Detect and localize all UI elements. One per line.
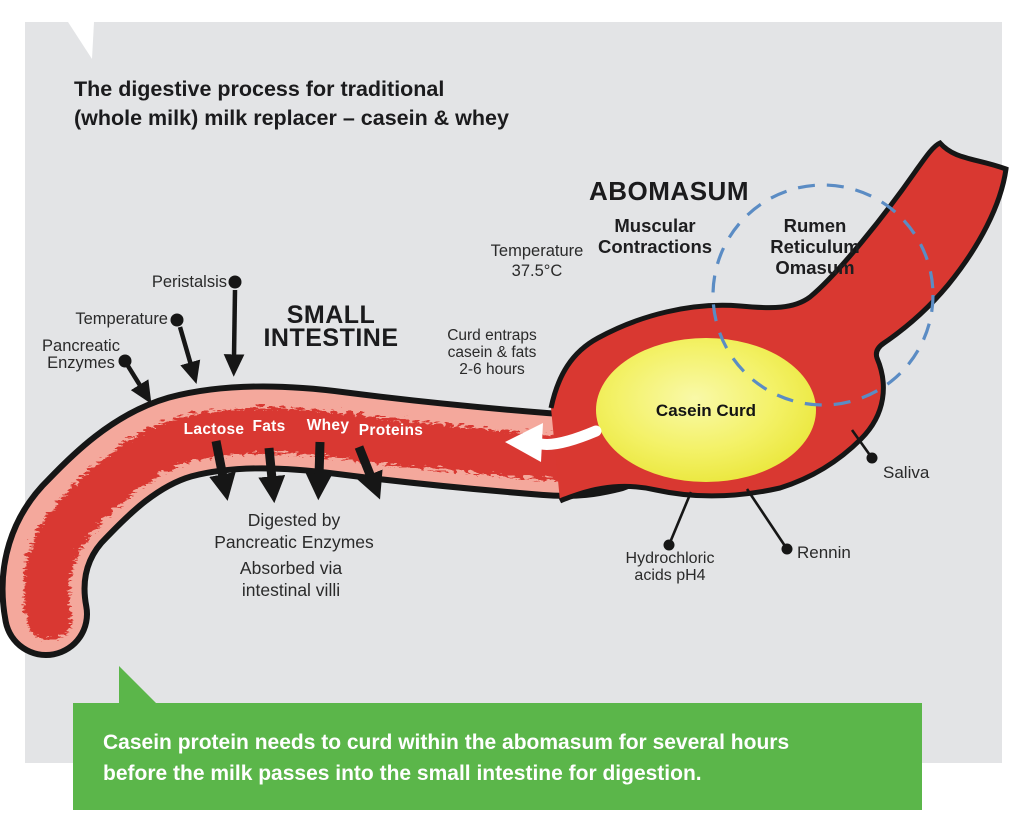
absorbed-line-1: Absorbed via <box>239 558 343 578</box>
curd-entraps-label: Curd entraps casein & fats 2-6 hours <box>447 327 537 378</box>
panel-notch <box>68 22 94 59</box>
nutrient-whey-label: Whey <box>306 417 350 434</box>
callout-line-1: Casein protein needs to curd within the … <box>103 731 790 754</box>
nutrient-lactose-label: Lactose <box>183 421 245 438</box>
nutrient-arrows <box>209 440 383 504</box>
title-line-1: The digestive process for traditional <box>74 77 445 101</box>
page-title: The digestive process for traditional (w… <box>74 75 509 132</box>
callout-line-2: before the milk passes into the small in… <box>103 762 702 785</box>
absorbed-line-2: intestinal villi <box>241 580 341 600</box>
proteins-arrow <box>354 445 383 500</box>
peristalsis-dot <box>228 275 242 289</box>
whey-arrow <box>305 441 333 501</box>
temperature-line-1: Temperature <box>490 242 584 260</box>
flow-arrow-icon <box>505 423 602 462</box>
nutrient-fats-label: Fats <box>252 418 286 435</box>
saliva-line <box>850 429 874 459</box>
abomasum-temperature-label: Temperature 37.5°C <box>491 242 584 281</box>
digested-line-1: Digested by <box>247 510 341 530</box>
absorbed-via-label: Absorbed via intestinal villi <box>240 557 342 601</box>
intestine-pointer-arrows <box>118 275 245 404</box>
muscular-line-2: Contractions <box>597 236 713 257</box>
pancreatic-arrow <box>126 364 152 404</box>
rumen-line-3: Omasum <box>775 257 855 278</box>
small-intestine-tube <box>0 383 654 658</box>
hydrochloric-line <box>667 491 693 546</box>
nutrient-proteins-label: Proteins <box>358 422 424 439</box>
si-heading-line-1: SMALL <box>286 301 376 329</box>
rumen-reticulum-omasum-label: Rumen Reticulum Omasum <box>770 215 859 278</box>
curd-entraps-line-1: Curd entraps <box>447 327 537 344</box>
lactose-arrow <box>209 440 236 501</box>
callout-text: Casein protein needs to curd within the … <box>103 727 789 789</box>
abomasum-pointer-lines <box>663 429 878 555</box>
pancreatic-line-2: Enzymes <box>47 353 115 372</box>
hydrochloric-line-1: Hydrochloric <box>625 550 715 567</box>
title-line-2: (whole milk) milk replacer – casein & wh… <box>74 105 509 130</box>
hydrochloric-dot <box>663 539 675 551</box>
rumen-line-2: Reticulum <box>770 236 860 257</box>
rennin-line <box>745 488 789 550</box>
casein-curd-ellipse <box>596 338 816 482</box>
curd-entraps-line-3: 2-6 hours <box>459 360 525 378</box>
abomasum-heading: ABOMASUM <box>589 176 749 206</box>
callout-tail <box>119 666 156 703</box>
muscular-line-1: Muscular <box>614 215 696 236</box>
rennin-label: Rennin <box>797 543 851 562</box>
temperature-dot <box>170 313 184 327</box>
pancreatic-enzymes-label: Pancreatic Enzymes <box>42 338 120 372</box>
saliva-label: Saliva <box>883 463 930 482</box>
rumen-dashed-circle <box>711 183 935 407</box>
fats-arrow <box>258 447 286 504</box>
abomasum-esophagus-outline <box>548 139 1009 504</box>
casein-curd-label: Casein Curd <box>655 401 757 420</box>
curd-entraps-line-2: casein & fats <box>447 343 537 361</box>
digested-line-2: Pancreatic Enzymes <box>214 532 374 552</box>
callout-banner <box>73 703 922 810</box>
intestine-lumen <box>20 404 633 637</box>
peristalsis-label: Peristalsis <box>151 273 227 291</box>
intestine-temperature-label: Temperature <box>75 310 168 328</box>
muscular-contractions-label: Muscular Contractions <box>598 215 712 257</box>
saliva-dot <box>866 452 878 464</box>
pancreatic-line-1: Pancreatic <box>42 337 120 355</box>
hydrochloric-label: Hydrochloric acids pH4 <box>625 550 715 585</box>
temperature-line-2: 37.5°C <box>511 261 563 280</box>
hydrochloric-line-2: acids pH4 <box>634 566 706 584</box>
peristalsis-arrow <box>223 289 245 377</box>
digested-by-label: Digested by Pancreatic Enzymes <box>214 509 374 553</box>
si-heading-line-2: INTESTINE <box>263 324 399 352</box>
small-intestine-heading: SMALL INTESTINE <box>263 301 399 352</box>
pancreatic-dot <box>118 354 132 368</box>
temperature-arrow <box>177 326 201 385</box>
rumen-line-1: Rumen <box>783 215 847 236</box>
rennin-dot <box>781 543 793 555</box>
